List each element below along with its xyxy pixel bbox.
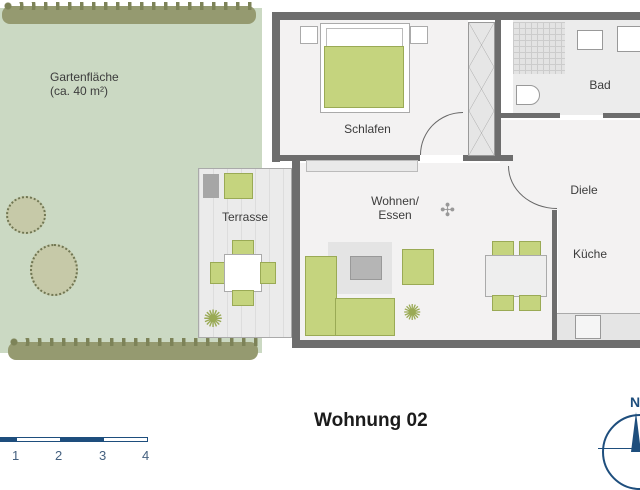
wall-bath-bottom bbox=[500, 113, 560, 118]
wall-closet-bath bbox=[495, 20, 501, 158]
wall-bed-living bbox=[280, 155, 420, 161]
bush-icon bbox=[30, 244, 78, 296]
coffee-table bbox=[350, 256, 382, 280]
wall-bath-bottom-right bbox=[603, 113, 640, 118]
compass-north-label: N bbox=[630, 394, 640, 410]
bush-icon bbox=[6, 196, 46, 234]
tv-board bbox=[306, 160, 418, 172]
hedge-bottom bbox=[8, 338, 258, 360]
terrace-table bbox=[224, 254, 262, 292]
sofa-chaise bbox=[335, 298, 395, 336]
terrace-label: Terrasse bbox=[221, 210, 268, 224]
bath-label: Bad bbox=[589, 78, 611, 92]
dining-chair bbox=[519, 295, 541, 311]
compass-needle-icon bbox=[631, 412, 640, 452]
storage-box bbox=[203, 174, 219, 198]
scale-segment bbox=[16, 437, 62, 442]
scale-tick-2: 2 bbox=[55, 448, 63, 463]
scale-bar bbox=[0, 437, 148, 443]
person-icon: ✣ bbox=[440, 200, 456, 220]
nightstand bbox=[300, 26, 318, 44]
outer-wall-top bbox=[272, 12, 640, 20]
apartment-title: Wohnung 02 bbox=[314, 410, 428, 431]
toilet-icon bbox=[516, 85, 540, 105]
scale-segment bbox=[60, 437, 104, 442]
bedroom-label: Schlafen bbox=[344, 122, 391, 136]
garden-name: Gartenfläche bbox=[50, 70, 119, 84]
wall-bed-closet bbox=[463, 155, 513, 161]
bed-blanket bbox=[324, 46, 404, 108]
sofa bbox=[305, 256, 337, 336]
terrace-lounger bbox=[224, 173, 253, 199]
wardrobe bbox=[468, 22, 495, 156]
scale-segment bbox=[0, 437, 16, 442]
living-label: Wohnen/ Essen bbox=[355, 194, 435, 222]
plant-icon: ✺ bbox=[203, 306, 224, 333]
wall-living-kitchen bbox=[552, 210, 557, 340]
scale-segment bbox=[103, 437, 148, 442]
terrace-chair bbox=[232, 290, 254, 306]
sink-icon bbox=[617, 26, 640, 52]
living-label-line2: Essen bbox=[378, 208, 412, 222]
outer-wall-bottom bbox=[292, 340, 640, 348]
outer-wall-left-living bbox=[292, 160, 300, 348]
sink-icon bbox=[577, 30, 603, 50]
stove-icon bbox=[575, 315, 601, 339]
armchair bbox=[402, 249, 434, 285]
terrace-chair bbox=[260, 262, 276, 284]
garden-area-size: (ca. 40 m²) bbox=[50, 84, 109, 98]
hedge-top bbox=[2, 2, 256, 24]
dining-table bbox=[485, 255, 547, 297]
scale-tick-3: 3 bbox=[99, 448, 107, 463]
garden-label: Gartenfläche (ca. 40 m²) bbox=[50, 70, 160, 98]
shower bbox=[513, 22, 565, 74]
dining-chair bbox=[492, 295, 514, 311]
compass-crosshair-h bbox=[598, 448, 640, 449]
nightstand bbox=[410, 26, 428, 44]
scale-tick-1: 1 bbox=[12, 448, 20, 463]
plant-icon: ✺ bbox=[403, 300, 422, 325]
kitchen-label: Küche bbox=[572, 247, 608, 261]
pillow bbox=[326, 28, 403, 48]
living-label-line1: Wohnen/ bbox=[371, 194, 419, 208]
scale-tick-4: 4 bbox=[142, 448, 150, 463]
outer-wall-left-bed bbox=[272, 12, 280, 162]
hall-label: Diele bbox=[570, 183, 598, 197]
